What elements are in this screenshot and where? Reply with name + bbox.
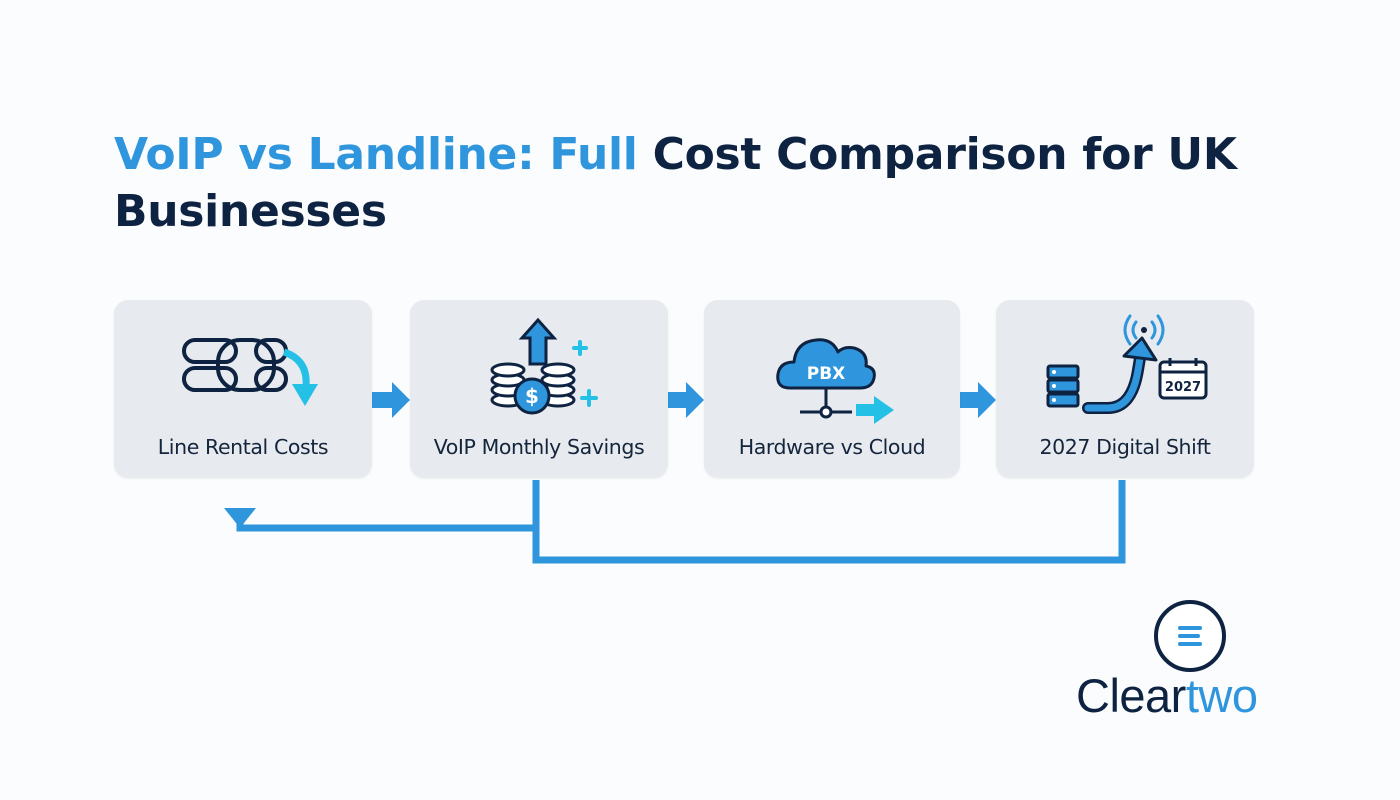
step-card-line-rental: Line Rental Costs: [114, 300, 372, 478]
brand-logo-icon: [1154, 600, 1226, 672]
step-label: Hardware vs Cloud: [738, 435, 926, 459]
arrow-down-icon: [224, 508, 256, 528]
chain-link-icon: [182, 338, 318, 406]
svg-text:PBX: PBX: [807, 364, 846, 384]
step-card-hardware-cloud: PBX Hardware vs Cloud: [704, 300, 960, 478]
step-label: VoIP Monthly Savings: [433, 435, 645, 459]
page-title: VoIP vs Landline: Full Cost Comparison f…: [114, 126, 1274, 240]
feedback-line-digital-shift: [532, 480, 1126, 564]
coins-arrow-up-icon: $: [490, 317, 598, 415]
feedback-line-savings: [236, 480, 540, 532]
arrow-right-icon: [668, 382, 704, 418]
server-growth-calendar-icon: 2027: [1046, 314, 1208, 414]
arrow-right-icon: [372, 382, 410, 418]
title-highlight: VoIP vs Landline: Full: [114, 129, 638, 180]
pbx-cloud-icon: PBX: [776, 338, 894, 424]
arrow-right-icon: [960, 382, 996, 418]
step-label: 2027 Digital Shift: [1039, 435, 1211, 459]
svg-text:2027: 2027: [1165, 380, 1201, 395]
title-rest: Cost Comparison for UK Businesses: [114, 129, 1237, 237]
brand-name-primary: Clear: [1076, 669, 1186, 722]
step-card-digital-shift: 2027 2027 Digital Shift: [996, 300, 1254, 478]
brand-wordmark: Cleartwo: [1076, 668, 1258, 723]
svg-text:$: $: [525, 384, 539, 408]
step-label: Line Rental Costs: [157, 435, 329, 459]
brand-name-accent: two: [1185, 669, 1258, 722]
step-card-voip-savings: $ VoIP Monthly Savings: [410, 300, 668, 478]
